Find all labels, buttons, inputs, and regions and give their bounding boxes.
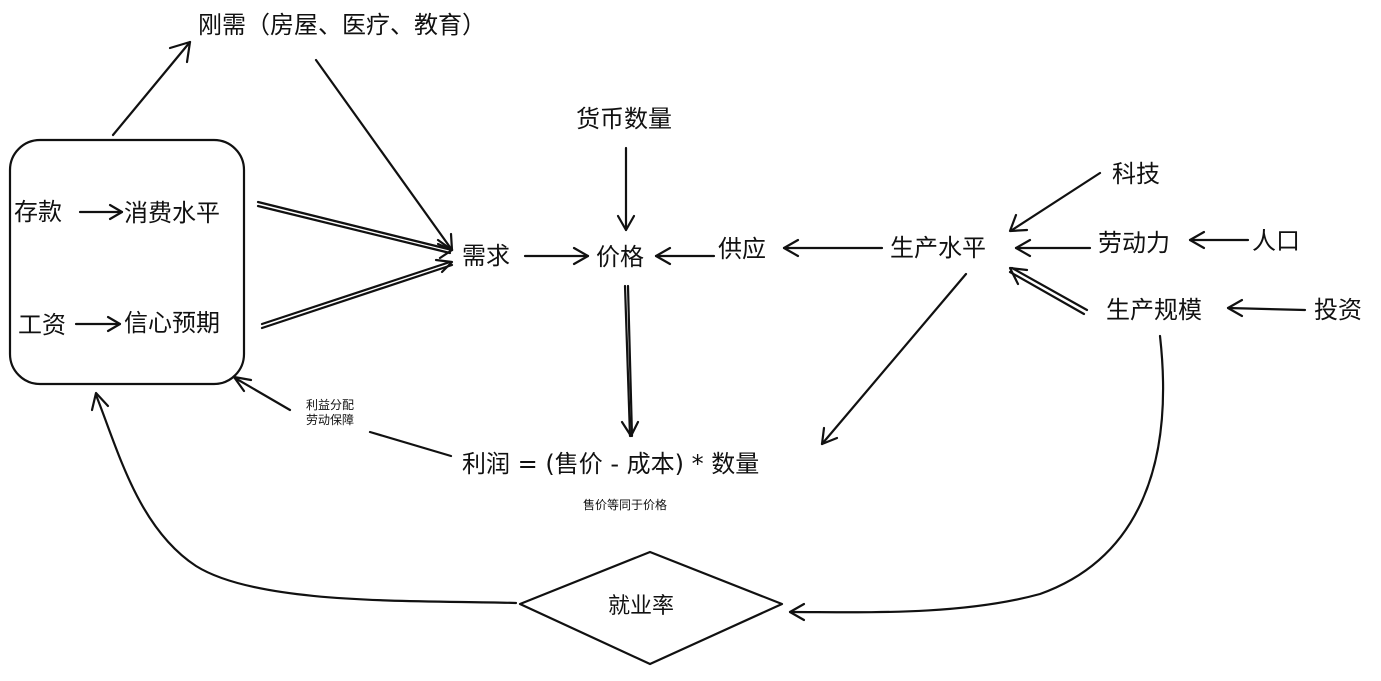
employment-rate-diamond[interactable] [518, 550, 784, 666]
edge-label-profit-distribution: 利益分配 劳动保障 [306, 398, 354, 428]
household-group-box[interactable] [8, 138, 246, 386]
arrow-box-to-rigid-demand [111, 40, 192, 137]
arrow-demand-to-price [523, 246, 590, 266]
node-rigid-demand[interactable]: 刚需（房屋、医疗、教育） [198, 11, 486, 39]
arrow-production-to-profit [820, 272, 968, 446]
node-wages[interactable]: 工资 [18, 311, 66, 339]
arrow-labor-to-production [1014, 238, 1092, 258]
arrow-investment-to-scale [1226, 298, 1307, 318]
edge-label-line-2: 劳动保障 [306, 413, 355, 427]
node-technology[interactable]: 科技 [1112, 160, 1160, 188]
node-confidence[interactable]: 信心预期 [124, 309, 220, 337]
arrow-scale-to-production [1008, 266, 1089, 316]
node-labor[interactable]: 劳动力 [1098, 229, 1170, 257]
note-price-equivalence: 售价等同于价格 [583, 498, 668, 512]
edge-label-line-1: 利益分配 [306, 398, 355, 412]
arrow-wages-to-confidence [74, 315, 122, 333]
node-demand[interactable]: 需求 [462, 242, 510, 270]
node-money-supply[interactable]: 货币数量 [576, 105, 672, 133]
node-profit-formula[interactable]: 利润 = (售价 - 成本) * 数量 [462, 450, 760, 478]
arrow-price-to-profit [620, 284, 640, 438]
arrow-scale-to-employment [788, 334, 1165, 622]
arrow-confidence-to-demand [260, 258, 454, 330]
arrow-production-to-supply [782, 238, 884, 258]
node-consumption-level[interactable]: 消费水平 [124, 199, 220, 227]
arrow-population-to-labor [1188, 230, 1250, 250]
node-population[interactable]: 人口 [1252, 227, 1300, 255]
arrow-consumption-to-demand [256, 200, 454, 260]
node-production-scale[interactable]: 生产规模 [1106, 296, 1202, 324]
arrow-employment-to-box [90, 391, 518, 605]
node-investment[interactable]: 投资 [1314, 296, 1362, 324]
arrow-savings-to-consumption [78, 203, 124, 221]
node-price[interactable]: 价格 [596, 243, 644, 271]
arrow-profit-to-box [232, 375, 453, 458]
arrow-supply-to-price [654, 246, 716, 266]
node-supply[interactable]: 供应 [718, 235, 766, 263]
node-employment-rate[interactable]: 就业率 [608, 594, 675, 619]
arrow-money-to-price [616, 146, 636, 232]
node-savings[interactable]: 存款 [14, 198, 62, 226]
arrow-technology-to-production [1008, 171, 1102, 233]
node-production-level[interactable]: 生产水平 [890, 234, 986, 262]
